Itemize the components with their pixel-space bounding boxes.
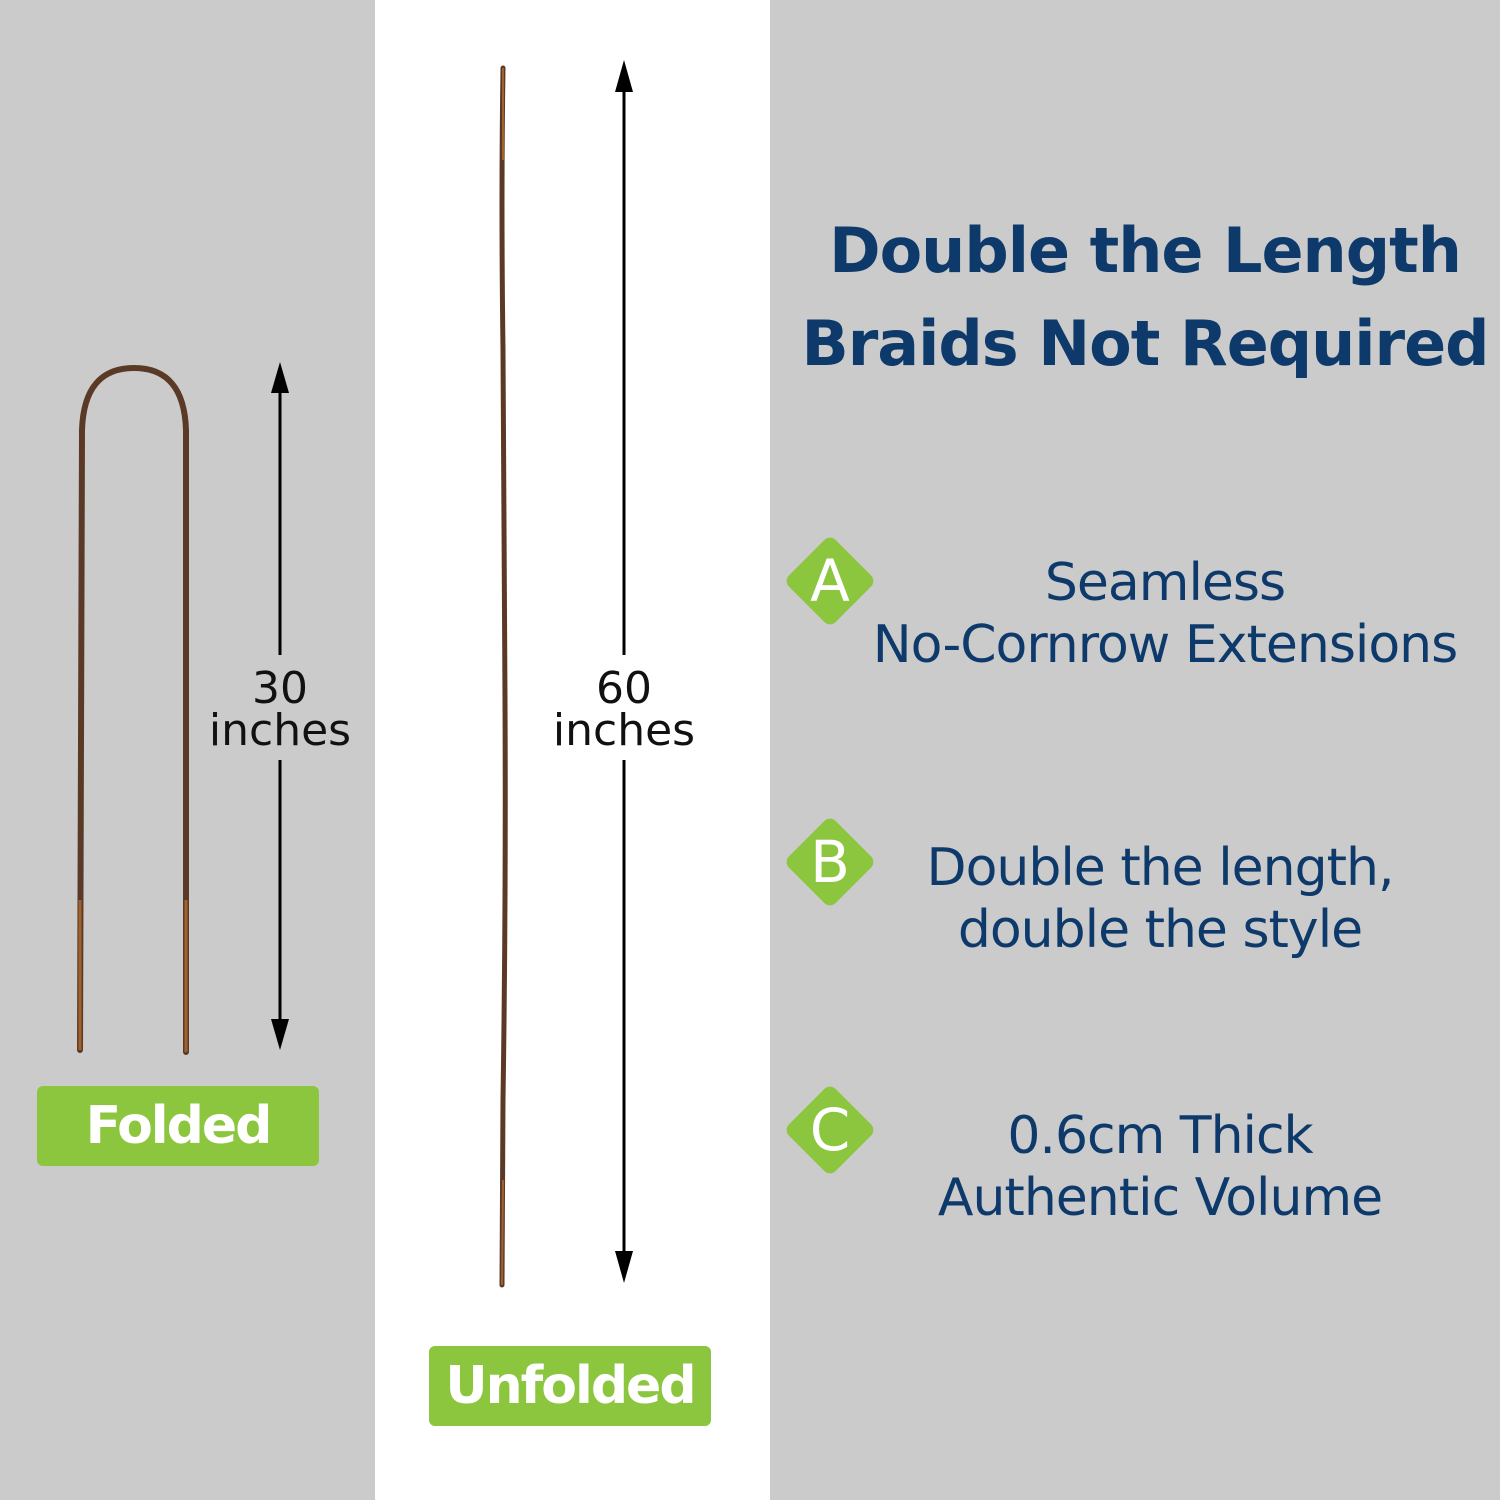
feature-c-letter: C xyxy=(809,1096,851,1164)
unfolded-braid-image xyxy=(499,65,508,1288)
headline-line-2: Braids Not Required xyxy=(801,307,1489,380)
folded-measure-unit: inches xyxy=(208,705,352,756)
feature-b-letter: B xyxy=(810,828,850,896)
folded-arrow-head-down xyxy=(271,1019,289,1050)
feature-a-line-1: Seamless xyxy=(1044,553,1286,613)
folded-arrow-head-up xyxy=(271,362,289,393)
unfolded-braid-tip-bottom xyxy=(501,1179,504,1286)
feature-b-line-1: Double the length, xyxy=(926,838,1395,898)
folded-braid-image xyxy=(77,364,189,1055)
feature-a-line-2: No-Cornrow Extensions xyxy=(872,615,1458,675)
info-panel xyxy=(770,0,1500,1500)
feature-a-letter: A xyxy=(810,547,850,615)
unfolded-arrow-head-up xyxy=(615,60,633,92)
headline-line-1: Double the Length xyxy=(829,214,1462,287)
folded-measure-label: 30 inches xyxy=(190,663,370,756)
unfolded-measure-value: 60 xyxy=(596,663,652,714)
feature-c-line-2: Authentic Volume xyxy=(937,1168,1383,1228)
unfolded-measure-unit: inches xyxy=(552,705,696,756)
folded-measure-value: 30 xyxy=(252,663,308,714)
unfolded-arrow-head-down xyxy=(615,1251,633,1283)
feature-b-line-2: double the style xyxy=(957,900,1363,960)
unfolded-measure-label: 60 inches xyxy=(534,663,714,756)
unfolded-panel xyxy=(375,0,770,1500)
folded-tag: Folded xyxy=(37,1086,319,1166)
unfolded-tag: Unfolded xyxy=(429,1346,711,1426)
feature-c-line-1: 0.6cm Thick xyxy=(1007,1106,1313,1166)
